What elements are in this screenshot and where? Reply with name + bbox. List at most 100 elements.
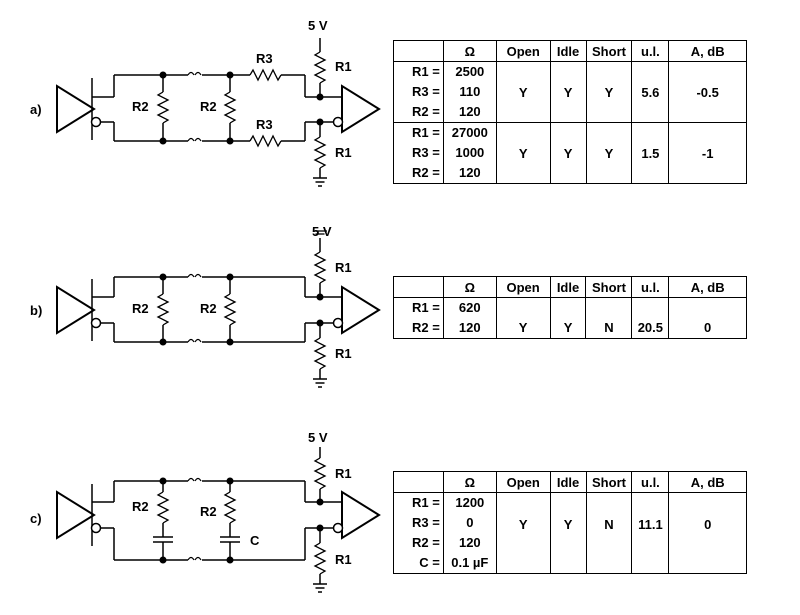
- row-value: 120: [458, 535, 481, 550]
- r1-top-label-a: R1: [335, 59, 352, 74]
- table-row: R1 = R3 = R2 = 2500 110 120 Y Y Y 5.6 -0…: [393, 61, 747, 123]
- table-row: R1 = R3 = R2 = C = 1200 0 120 0.1 µF Y Y…: [393, 492, 747, 574]
- receiver-c-symbol: [341, 490, 381, 540]
- circuit-label-b: b): [30, 303, 42, 318]
- header-ul: u.l.: [631, 471, 670, 493]
- row-label: R2 =: [412, 535, 440, 550]
- circuit-a: [56, 38, 381, 187]
- row-value: 0: [466, 515, 474, 530]
- supply-label-b: 5 V: [312, 224, 332, 239]
- row-label: R3 =: [412, 145, 440, 160]
- cell-ul: 20.5: [631, 297, 670, 339]
- circuit-label-c: c): [30, 511, 42, 526]
- cell-idle: Y: [549, 61, 587, 123]
- cell-idle: Y: [549, 492, 587, 574]
- row-value: 0.1 µF: [451, 555, 489, 570]
- cell-short: Y: [585, 122, 633, 184]
- capacitor-label-c: C: [250, 533, 260, 548]
- cell-short: Y: [585, 61, 633, 123]
- row-value: 1000: [455, 145, 485, 160]
- cell-open: Y: [495, 61, 551, 123]
- r2-left-label-b: R2: [132, 301, 149, 316]
- row-value: 120: [458, 104, 481, 119]
- cell-open: Y: [495, 122, 551, 184]
- driver-a-symbol: [56, 84, 96, 134]
- supply-label-c: 5 V: [308, 430, 328, 445]
- circuit-label-a: a): [30, 102, 42, 117]
- cell-ul: 11.1: [631, 492, 670, 574]
- header-ohm: Ω: [442, 471, 497, 493]
- table-a: Ω Open Idle Short u.l. A, dB R1 = R3 = R…: [393, 40, 747, 184]
- table-header-row: Ω Open Idle Short u.l. A, dB: [393, 40, 747, 62]
- header-adb: A, dB: [668, 471, 747, 493]
- r1-bottom-label-c: R1: [335, 552, 352, 567]
- r2-right-label-c: R2: [200, 504, 217, 519]
- cell-adb: 0: [668, 492, 747, 574]
- row-value: 110: [459, 84, 481, 99]
- circuit-c: [56, 447, 381, 593]
- r2-right-label-a: R2: [200, 99, 217, 114]
- table-row: R1 = R3 = R2 = 27000 1000 120 Y Y Y 1.5 …: [393, 122, 747, 184]
- receiver-a-symbol: [341, 84, 381, 134]
- table-header-row: Ω Open Idle Short u.l. A, dB: [393, 276, 747, 298]
- header-ul: u.l.: [631, 40, 670, 62]
- header-short: Short: [585, 276, 633, 298]
- cell-ul: 1.5: [631, 122, 670, 184]
- row-label: R1 =: [412, 300, 440, 315]
- cell-adb: -1: [668, 122, 747, 184]
- row-value: 620: [458, 300, 481, 315]
- header-short: Short: [585, 40, 633, 62]
- row-label: R2 =: [412, 165, 440, 180]
- cell-open: Y: [495, 297, 551, 339]
- header-adb: A, dB: [668, 40, 747, 62]
- header-open: Open: [495, 276, 551, 298]
- r1-top-label-c: R1: [335, 466, 352, 481]
- circuit-b: [56, 230, 381, 388]
- cell-adb: 0: [668, 297, 747, 339]
- table-header-row: Ω Open Idle Short u.l. A, dB: [393, 471, 747, 493]
- header-open: Open: [495, 40, 551, 62]
- r2-right-label-b: R2: [200, 301, 217, 316]
- row-label: R1 =: [412, 495, 440, 510]
- row-label: R2 =: [412, 320, 440, 335]
- header-open: Open: [495, 471, 551, 493]
- table-b: Ω Open Idle Short u.l. A, dB R1 = R2 = 6…: [393, 276, 747, 339]
- cell-adb: -0.5: [668, 61, 747, 123]
- cell-ul: 5.6: [631, 61, 670, 123]
- r3-top-label-a: R3: [256, 51, 273, 66]
- cell-short: N: [585, 297, 633, 339]
- cell-idle: Y: [549, 122, 587, 184]
- cell-short: N: [585, 492, 633, 574]
- row-label: R3 =: [412, 84, 440, 99]
- row-label: R1 =: [412, 64, 440, 79]
- header-short: Short: [585, 471, 633, 493]
- row-value: 120: [458, 320, 481, 335]
- row-value: 120: [458, 165, 481, 180]
- row-value: 1200: [455, 495, 485, 510]
- row-label: R1 =: [412, 125, 440, 140]
- header-ohm: Ω: [442, 276, 497, 298]
- row-label: C =: [419, 555, 440, 570]
- driver-c-symbol: [56, 490, 96, 540]
- header-ohm: Ω: [442, 40, 497, 62]
- header-adb: A, dB: [668, 276, 747, 298]
- table-row: R1 = R2 = 620 120 Y Y N 20.5 0: [393, 297, 747, 339]
- header-ul: u.l.: [631, 276, 670, 298]
- r2-left-label-a: R2: [132, 99, 149, 114]
- r1-bottom-label-a: R1: [335, 145, 352, 160]
- header-idle: Idle: [549, 40, 587, 62]
- supply-label-a: 5 V: [308, 18, 328, 33]
- row-value: 2500: [455, 64, 485, 79]
- receiver-b-symbol: [341, 285, 381, 335]
- row-value: 27000: [451, 125, 488, 140]
- header-idle: Idle: [549, 471, 587, 493]
- table-c: Ω Open Idle Short u.l. A, dB R1 = R3 = R…: [393, 471, 747, 574]
- row-label: R2 =: [412, 104, 440, 119]
- driver-b-symbol: [56, 285, 96, 335]
- r2-left-label-c: R2: [132, 499, 149, 514]
- r3-bottom-label-a: R3: [256, 117, 273, 132]
- r1-top-label-b: R1: [335, 260, 352, 275]
- header-idle: Idle: [549, 276, 587, 298]
- row-label: R3 =: [412, 515, 440, 530]
